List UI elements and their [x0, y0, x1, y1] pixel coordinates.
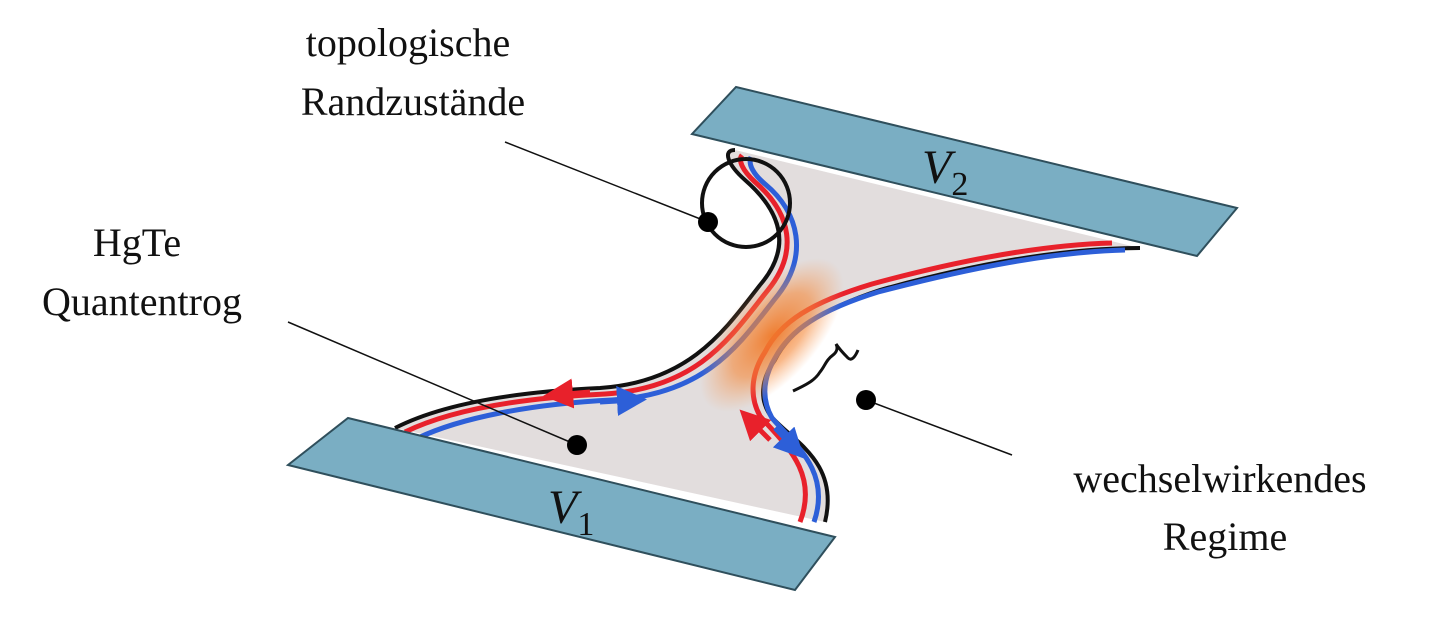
leader-line-edge-states: [504, 141, 709, 223]
label-well-line2: Quantentrog: [42, 279, 242, 324]
contact-v1-label: V1: [548, 481, 594, 543]
label-regime-line2: Regime: [1163, 514, 1287, 559]
label-edge-states-line1: topologische: [306, 20, 510, 65]
regime-brace: [792, 343, 860, 393]
contact-v2-symbol: V: [922, 141, 956, 194]
leader-dot-edge-states: [698, 212, 718, 232]
leader-line-regime: [865, 399, 1013, 456]
label-edge-states-line2: Randzustände: [301, 79, 525, 124]
edge-state-highlight-circle: [700, 157, 792, 249]
contact-v2: [690, 85, 1239, 258]
leader-dot-regime: [856, 390, 876, 410]
label-well-line1: HgTe: [93, 220, 181, 265]
contact-v1: [285, 416, 837, 592]
edge-arrow-blue-left: [599, 386, 647, 417]
leader-dot-well: [567, 435, 587, 455]
label-regime: wechselwirkendes Regime: [1073, 456, 1376, 559]
contact-v2-subscript: 2: [951, 166, 968, 203]
label-edge-states: topologische Randzustände: [301, 20, 525, 124]
contact-v2-label: V2: [922, 141, 968, 203]
edge-arrow-red-right: [739, 409, 772, 442]
interaction-glow: [700, 258, 844, 412]
label-regime-line1: wechselwirkendes: [1073, 456, 1366, 501]
contact-v1-symbol: V: [548, 481, 582, 534]
leader-line-well: [287, 321, 578, 446]
contact-v1-subscript: 1: [577, 506, 594, 543]
label-well: HgTe Quantentrog: [42, 220, 242, 324]
edge-arrow-red-left: [543, 378, 591, 409]
edge-arrow-blue-right: [772, 426, 805, 459]
